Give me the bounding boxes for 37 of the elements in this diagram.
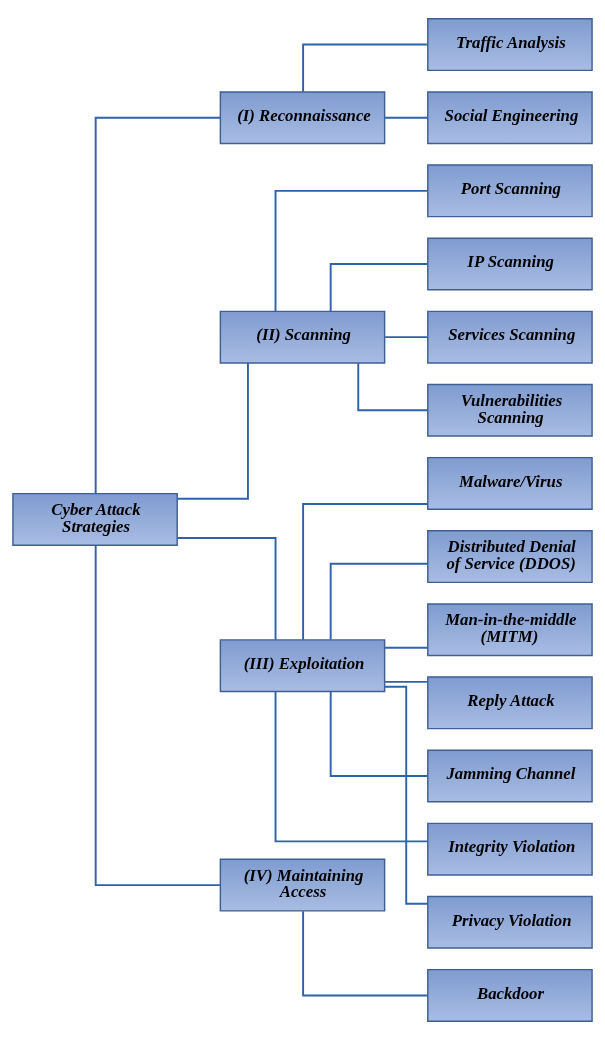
node-box: Backdoor [427,968,593,1022]
connector [329,262,429,312]
connector [94,544,222,886]
node-box: Vulnerabilities Scanning [427,383,593,437]
node-box: (II) Scanning [219,310,386,364]
connector [176,361,249,500]
node-box: Man-in-the-middle (MITM) [427,602,593,656]
connector [274,189,429,312]
node-box: Port Scanning [427,163,593,217]
node-box: Services Scanning [427,310,593,364]
node-box: Reply Attack [427,675,593,729]
connector [384,646,429,649]
connector [302,43,429,93]
connector [357,361,429,411]
connector [384,116,429,119]
node-box: (III) Exploitation [219,638,386,692]
connector [329,562,429,640]
node-box: Integrity Violation [427,822,593,876]
connector [176,536,277,641]
node-box: Distributed Denial of Service (DDOS) [427,529,593,583]
connector [384,335,429,338]
node-box: Privacy Violation [427,895,593,949]
connector [274,690,429,842]
connector [383,685,429,905]
node-box: (IV) Maintaining Access [219,858,386,912]
node-box: Social Engineering [427,90,593,144]
node-box: Traffic Analysis [427,17,593,71]
node-box: Jamming Channel [427,749,593,802]
connector [94,116,222,494]
connector [302,909,429,996]
connector [329,690,429,777]
node-box: IP Scanning [427,237,593,290]
connector [302,502,429,641]
connector [384,680,429,683]
node-box: Malware/Virus [427,456,593,510]
node-box: (I) Reconnaissance [219,90,386,144]
node-box: Cyber Attack Strategies [12,492,178,546]
